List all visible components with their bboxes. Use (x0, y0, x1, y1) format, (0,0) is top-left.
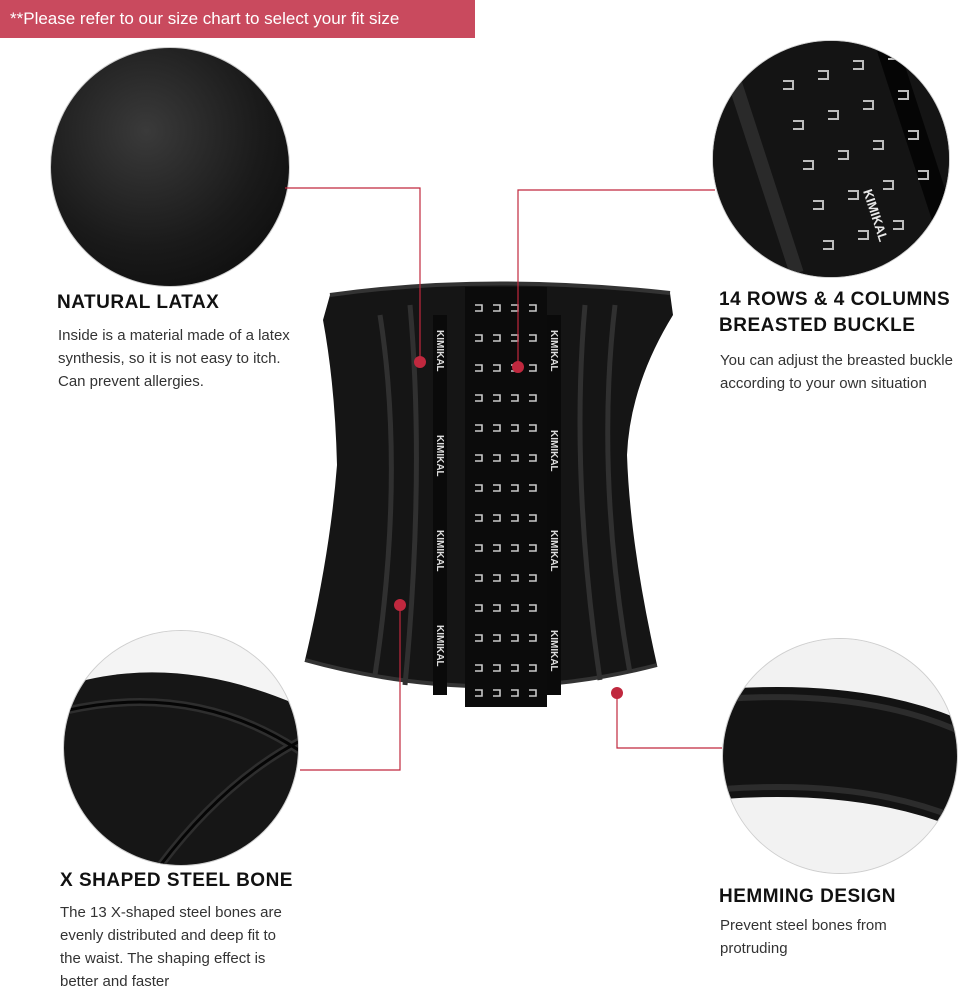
callout-dot-hemming (611, 687, 623, 699)
brand-strap-label: KIMIKAL (434, 530, 445, 572)
desc-line: You can adjust the breasted buckle (720, 352, 953, 369)
title-line: BREASTED BUCKLE (719, 315, 916, 336)
feature-desc-buckle: You can adjust the breasted buckle accor… (720, 349, 953, 395)
callout-dot-latex (414, 356, 426, 368)
feature-desc-latex: Inside is a material made of a latex syn… (58, 324, 290, 393)
waist-trainer-product: KIMIKAL KIMIKAL KIMIKAL KIMIKAL KIMIKAL … (304, 281, 673, 707)
desc-line: evenly distributed and deep fit to (60, 927, 276, 944)
desc-line: Can prevent allergies. (58, 373, 204, 390)
callout-dot-steel-bone (394, 599, 406, 611)
desc-line: according to your own situation (720, 375, 927, 392)
brand-strap-label: KIMIKAL (548, 430, 559, 472)
desc-line: Inside is a material made of a latex (58, 327, 290, 344)
hemming-closeup-art (723, 639, 957, 873)
latex-fabric-closeup (50, 47, 290, 287)
size-chart-banner: **Please refer to our size chart to sele… (0, 0, 475, 38)
brand-strap-label: KIMIKAL (548, 330, 559, 372)
brand-strap-label: KIMIKAL (434, 330, 445, 372)
feature-title-latex: NATURAL LATAX (57, 292, 220, 313)
callout-dot-buckle (512, 361, 524, 373)
steel-bone-closeup-art (64, 631, 298, 865)
brand-strap-label: KIMIKAL (548, 630, 559, 672)
brand-strap-label: KIMIKAL (434, 625, 445, 667)
desc-line: Prevent steel bones from (720, 917, 887, 934)
feature-title-steel-bone: X SHAPED STEEL BONE (60, 870, 293, 891)
brand-strap-label: KIMIKAL (434, 435, 445, 477)
feature-desc-hemming: Prevent steel bones from protruding (720, 914, 887, 960)
feature-title-buckle: 14 ROWS & 4 COLUMNS BREASTED BUCKLE (719, 287, 950, 339)
feature-desc-steel-bone: The 13 X-shaped steel bones are evenly d… (60, 901, 282, 993)
desc-line: The 13 X-shaped steel bones are (60, 904, 282, 921)
feature-title-hemming: HEMMING DESIGN (719, 886, 896, 907)
desc-line: better and faster (60, 973, 170, 990)
hemming-closeup (722, 638, 958, 874)
desc-line: synthesis, so it is not easy to itch. (58, 350, 281, 367)
title-line: 14 ROWS & 4 COLUMNS (719, 289, 951, 310)
desc-line: the waist. The shaping effect is (60, 950, 266, 967)
desc-line: protruding (720, 940, 788, 957)
steel-bone-closeup (63, 630, 299, 866)
brand-strap-label: KIMIKAL (548, 530, 559, 572)
